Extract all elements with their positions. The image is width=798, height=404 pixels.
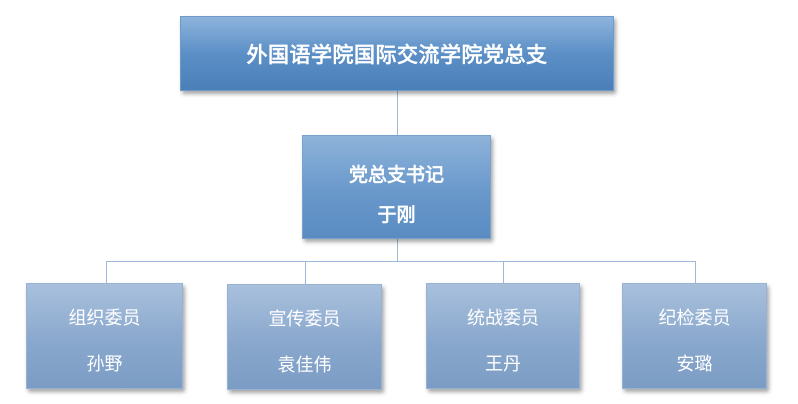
member-box-discipline: 纪检委员 安璐 bbox=[622, 283, 767, 389]
secretary-name: 于刚 bbox=[377, 204, 416, 226]
org-root-box: 外国语学院国际交流学院党总支 bbox=[180, 16, 614, 91]
connector-bus-member-4 bbox=[695, 261, 696, 283]
secretary-role: 党总支书记 bbox=[348, 164, 444, 186]
connector-bus-member-2 bbox=[305, 261, 306, 284]
member-name: 袁佳伟 bbox=[277, 355, 332, 376]
connector-horizontal-bus bbox=[106, 261, 696, 262]
connector-bus-member-1 bbox=[106, 261, 107, 283]
org-root-title: 外国语学院国际交流学院党总支 bbox=[246, 42, 548, 67]
member-box-publicity: 宣传委员 袁佳伟 bbox=[227, 284, 382, 390]
connector-root-secretary bbox=[397, 91, 398, 135]
member-role: 宣传委员 bbox=[268, 309, 341, 330]
member-name: 安璐 bbox=[676, 354, 713, 375]
connector-secretary-bus bbox=[397, 239, 398, 261]
member-role: 组织委员 bbox=[68, 308, 141, 329]
member-box-organization: 组织委员 孙野 bbox=[26, 283, 183, 389]
secretary-box: 党总支书记 于刚 bbox=[302, 135, 491, 239]
member-role: 统战委员 bbox=[467, 308, 539, 329]
member-name: 王丹 bbox=[485, 354, 521, 375]
connector-bus-member-3 bbox=[503, 261, 504, 283]
member-role: 纪检委员 bbox=[658, 308, 731, 329]
member-box-united-front: 统战委员 王丹 bbox=[426, 283, 580, 389]
member-name: 孙野 bbox=[86, 354, 123, 375]
